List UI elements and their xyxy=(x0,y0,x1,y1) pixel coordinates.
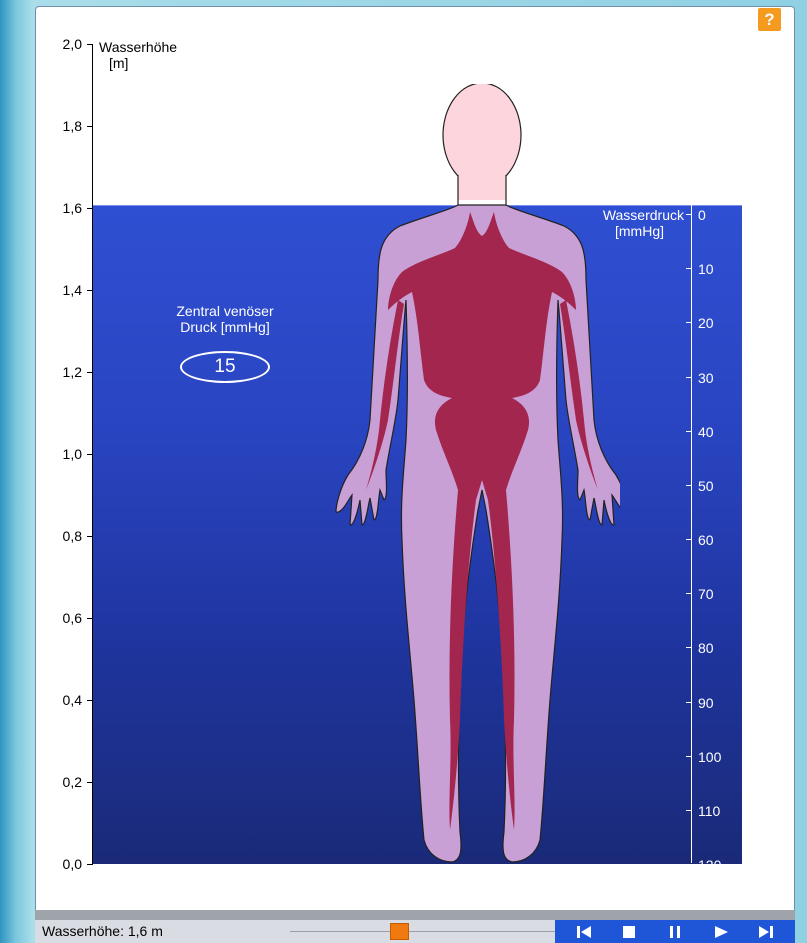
right-axis-title: Wasserdruck [mmHg] xyxy=(560,207,684,239)
cvp-value: 15 xyxy=(180,351,270,383)
right-axis-title-line1: Wasserdruck xyxy=(560,207,684,223)
right-axis-tick xyxy=(686,647,692,648)
water-height-readout: Wasserhöhe: 1,6 m xyxy=(42,923,163,939)
right-axis-tick-label: 90 xyxy=(698,695,714,711)
pause-icon[interactable] xyxy=(666,924,684,940)
human-body-figure xyxy=(330,84,620,864)
left-axis-tick xyxy=(87,372,93,373)
right-axis-tick xyxy=(686,702,692,703)
left-axis-tick-label: 2,0 xyxy=(42,36,82,52)
left-axis-tick xyxy=(87,536,93,537)
water-height-slider-track[interactable] xyxy=(290,931,565,932)
right-axis-tick xyxy=(686,431,692,432)
left-axis-tick-label: 0,0 xyxy=(42,856,82,872)
left-axis-tick xyxy=(87,864,93,865)
right-axis-tick xyxy=(686,864,692,865)
left-axis-tick-label: 1,2 xyxy=(42,364,82,380)
left-axis-tick-label: 0,6 xyxy=(42,610,82,626)
right-axis-tick-label: 70 xyxy=(698,586,714,602)
left-axis-title-line2: [m] xyxy=(99,55,177,71)
water-height-slider-thumb[interactable] xyxy=(390,923,409,940)
left-axis-title-line1: Wasserhöhe xyxy=(99,39,177,55)
stop-icon[interactable] xyxy=(620,924,638,940)
right-axis-tick-label: 60 xyxy=(698,532,714,548)
playback-controls xyxy=(555,920,795,943)
left-axis-tick-label: 1,6 xyxy=(42,200,82,216)
left-axis-tick-label: 1,8 xyxy=(42,118,82,134)
right-axis-tick-label: 0 xyxy=(698,207,706,223)
right-axis-tick xyxy=(686,810,692,811)
cvp-label: Zentral venöser Druck [mmHg] xyxy=(140,303,310,335)
right-axis-tick-label: 40 xyxy=(698,424,714,440)
right-axis-title-line2: [mmHg] xyxy=(560,223,684,239)
left-axis-tick-label: 1,4 xyxy=(42,282,82,298)
right-axis-tick-label: 30 xyxy=(698,370,714,386)
left-axis-tick xyxy=(87,700,93,701)
left-axis-tick xyxy=(87,782,93,783)
left-axis-tick xyxy=(87,618,93,619)
left-axis-tick xyxy=(87,290,93,291)
right-axis-tick xyxy=(686,268,692,269)
help-button[interactable]: ? xyxy=(758,8,781,31)
left-axis-title: Wasserhöhe [m] xyxy=(99,39,177,71)
right-axis-tick-label: 100 xyxy=(698,749,721,765)
right-axis-tick-label: 120 xyxy=(698,857,721,873)
skip-to-end-icon[interactable] xyxy=(757,924,775,940)
left-axis-tick xyxy=(87,454,93,455)
right-axis-tick-label: 20 xyxy=(698,315,714,331)
cvp-label-line2: Druck [mmHg] xyxy=(140,319,310,335)
right-axis-tick-label: 50 xyxy=(698,478,714,494)
play-icon[interactable] xyxy=(712,924,730,940)
right-axis-tick-label: 80 xyxy=(698,640,714,656)
right-axis-tick xyxy=(686,377,692,378)
cvp-label-line1: Zentral venöser xyxy=(140,303,310,319)
left-axis-tick xyxy=(87,208,93,209)
right-axis-line xyxy=(691,205,692,863)
head xyxy=(443,84,521,187)
left-axis-tick-label: 0,4 xyxy=(42,692,82,708)
right-axis-tick xyxy=(686,322,692,323)
right-axis-tick xyxy=(686,539,692,540)
right-axis-tick xyxy=(686,756,692,757)
neck xyxy=(458,175,506,200)
left-axis-tick xyxy=(87,126,93,127)
right-axis-tick xyxy=(686,485,692,486)
control-bar: Wasserhöhe: 1,6 m xyxy=(35,920,795,943)
right-axis-tick-label: 10 xyxy=(698,261,714,277)
left-axis-tick-label: 1,0 xyxy=(42,446,82,462)
left-axis-tick xyxy=(87,44,93,45)
skip-to-start-icon[interactable] xyxy=(575,924,593,940)
right-axis-tick-label: 110 xyxy=(698,803,720,819)
separator-bar xyxy=(35,910,795,920)
right-axis-tick xyxy=(686,214,692,215)
right-axis-tick xyxy=(686,593,692,594)
left-axis-tick-label: 0,2 xyxy=(42,774,82,790)
left-axis-tick-label: 0,8 xyxy=(42,528,82,544)
